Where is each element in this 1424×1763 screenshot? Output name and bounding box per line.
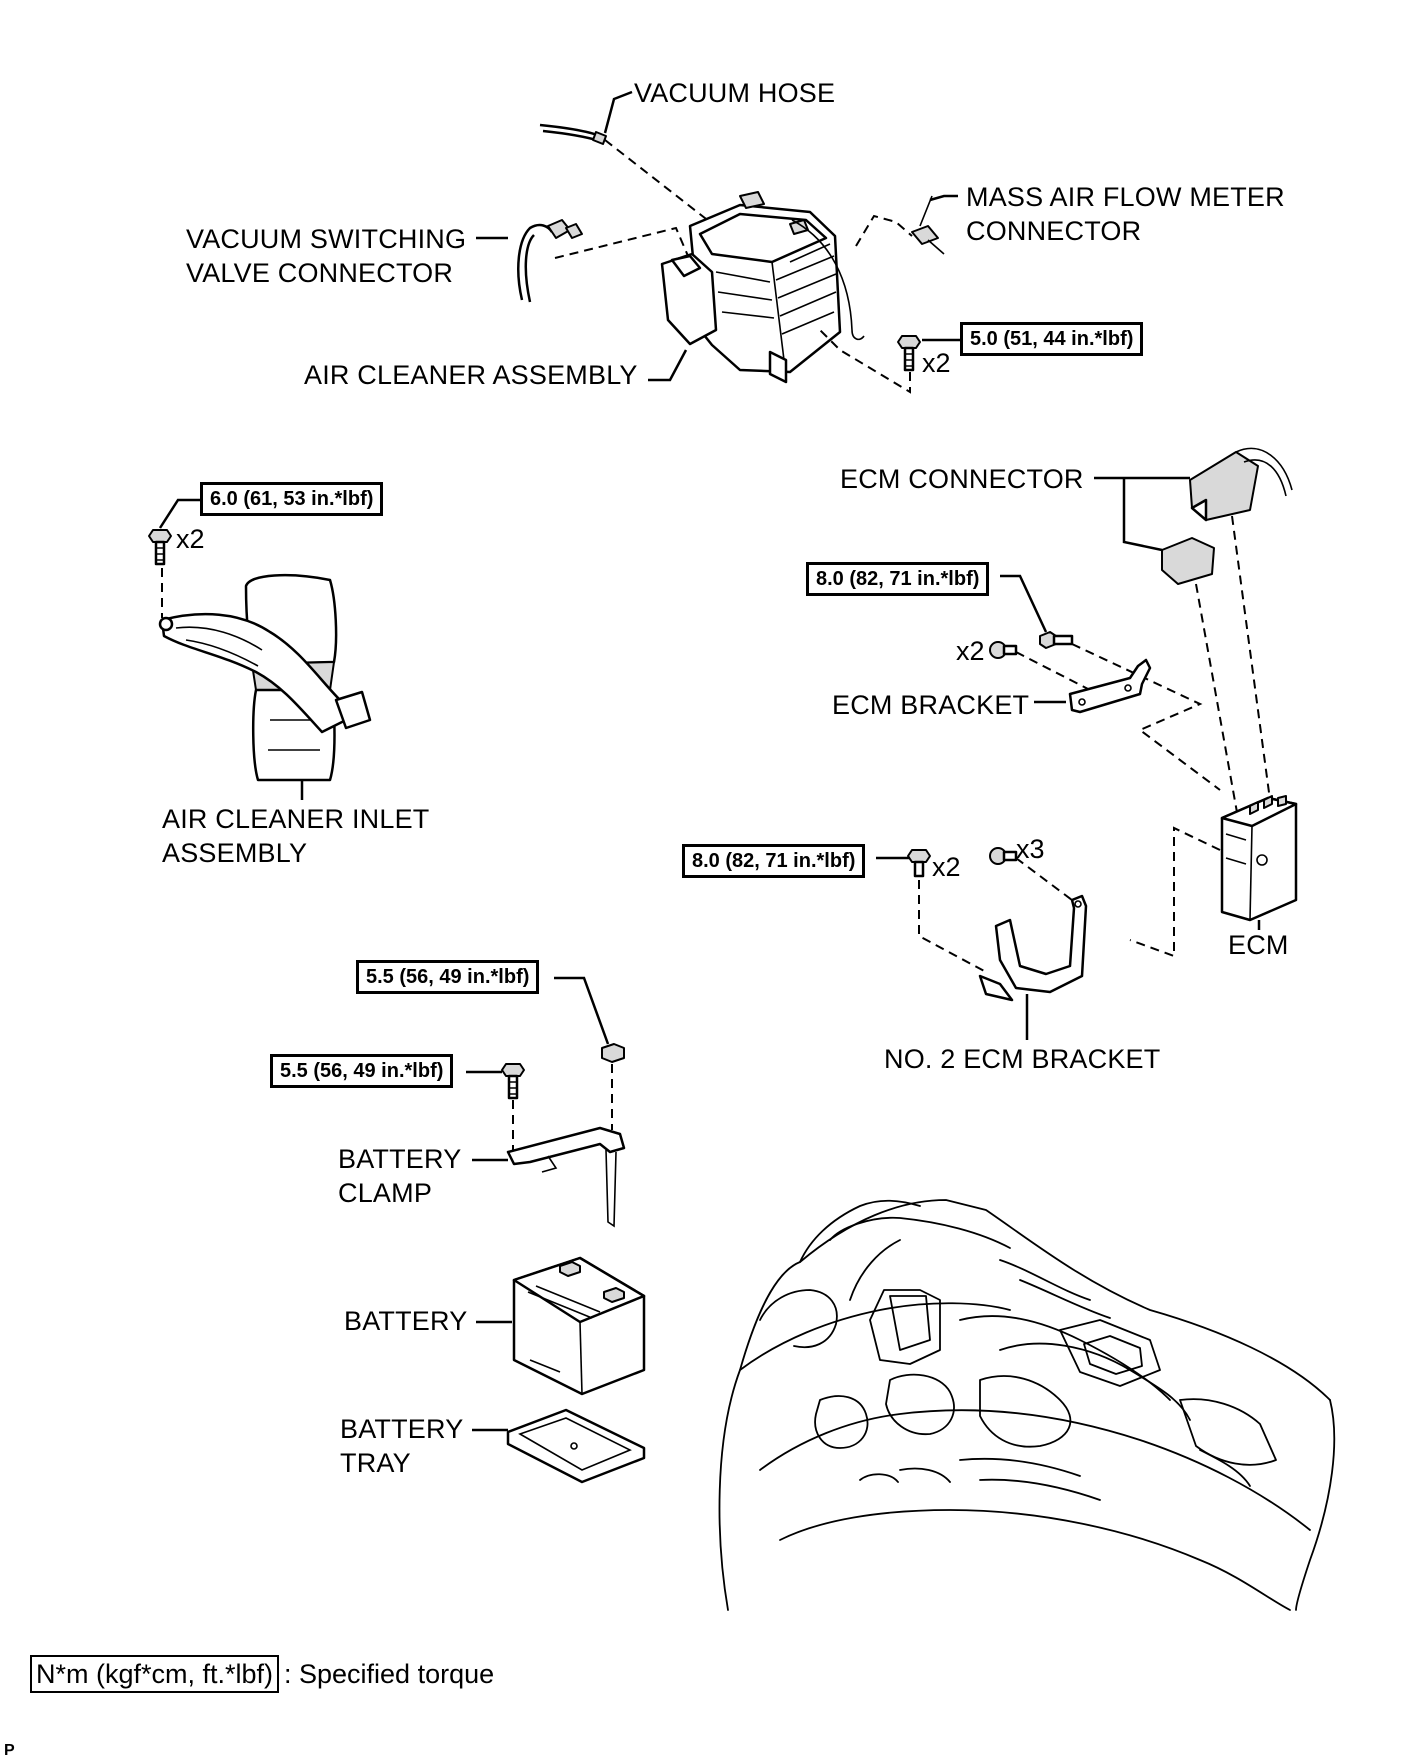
- air-cleaner-leader: [648, 349, 688, 382]
- ecm-bracket-torque-leader: [1000, 574, 1048, 633]
- clamp-nut-torque-leader: [554, 976, 610, 1045]
- ecm-bracket-part: [1068, 658, 1152, 714]
- battery-clamp-label: BATTERY CLAMP: [338, 1144, 462, 1208]
- ecm-connector-dashed-1: [1231, 515, 1271, 801]
- ac-bolt-dashed-line: [819, 329, 911, 394]
- air-cleaner-assembly-label: AIR CLEANER ASSEMBLY: [304, 360, 638, 390]
- air-cleaner-torque-box: 5.0 (51, 44 in.*lbf): [960, 322, 1144, 356]
- ecm-connector-label: ECM CONNECTOR: [840, 464, 1084, 494]
- maf-dashed-line: [855, 214, 913, 247]
- legend-torque-box: N*m (kgf*cm, ft.*lbf): [30, 1655, 280, 1693]
- no2-ecm-bracket-part: [978, 894, 1088, 1002]
- ecm-connector-dashed-2: [1195, 583, 1239, 819]
- no2-bracket-bolt-count: x2: [932, 852, 961, 882]
- vacuum-hose-leader: [603, 90, 633, 134]
- no2-bolt-dashed: [918, 880, 987, 973]
- screw-icon: [989, 847, 1018, 865]
- battery-tray-part: [506, 1408, 646, 1484]
- vehicle-engine-bay-overview: [718, 1199, 1336, 1611]
- nut-icon: [601, 1043, 625, 1063]
- ecm-dashed-line: [1129, 826, 1221, 958]
- legend-description: : Specified torque: [284, 1659, 495, 1689]
- ecm-connector-leader-b: [1122, 478, 1163, 552]
- vsv-dashed-line: [554, 226, 689, 259]
- inlet-torque-leader: [158, 498, 200, 529]
- vsv-connector-label: VACUUM SWITCHING VALVE CONNECTOR: [186, 224, 467, 288]
- clamp-nut-torque-box: 5.5 (56, 49 in.*lbf): [356, 960, 540, 994]
- ecm-bracket-bolt-count: x2: [956, 636, 985, 666]
- vacuum-hose-label: VACUUM HOSE: [634, 78, 836, 108]
- battery-part: [512, 1256, 646, 1396]
- no2-ecm-bracket-label: NO. 2 ECM BRACKET: [884, 1044, 1161, 1074]
- bolt-icon: [1039, 631, 1074, 649]
- bolt-icon: [501, 1063, 525, 1100]
- vsv-connector-part: [517, 219, 583, 303]
- vacuum-hose-part: [539, 123, 607, 145]
- maf-connector-part: [911, 195, 945, 255]
- ecm-bracket-label: ECM BRACKET: [832, 690, 1030, 720]
- bolt-icon: [148, 529, 172, 566]
- ecm-connector-2: [1161, 537, 1215, 585]
- maf-connector-label: MASS AIR FLOW METER CONNECTOR: [966, 182, 1285, 246]
- inlet-bolt-count: x2: [176, 524, 205, 554]
- air-cleaner-inlet-label: AIR CLEANER INLET ASSEMBLY: [162, 804, 430, 868]
- battery-tray-label: BATTERY TRAY: [340, 1414, 464, 1478]
- clamp-bolt-torque-box: 5.5 (56, 49 in.*lbf): [270, 1054, 454, 1088]
- ecm-unit-part: [1220, 795, 1298, 922]
- ecm-bracket-torque-box: 8.0 (82, 71 in.*lbf): [806, 562, 990, 596]
- ecm-label: ECM: [1228, 930, 1289, 960]
- battery-clamp-part: [506, 1126, 626, 1228]
- no2-bracket-torque-box: 8.0 (82, 71 in.*lbf): [682, 844, 866, 878]
- air-cleaner-inlet-part: [158, 573, 372, 782]
- no2-screw-dashed: [1015, 857, 1081, 907]
- vacuum-hose-dashed-line: [604, 139, 711, 223]
- no2-bracket-screw-count: x3: [1016, 834, 1045, 864]
- air-cleaner-body: [660, 191, 865, 384]
- ecm-connector-1: [1189, 447, 1293, 522]
- bolt-icon: [897, 335, 921, 372]
- bolt-icon: [907, 849, 931, 878]
- ecm-bracket-screw-dashed: [1015, 651, 1091, 691]
- air-cleaner-bolt-count: x2: [922, 348, 951, 378]
- ecm-bracket-bolt-dashed: [1071, 643, 1221, 791]
- screw-icon: [989, 641, 1018, 659]
- corner-mark: P: [4, 1742, 15, 1759]
- inlet-torque-box: 6.0 (61, 53 in.*lbf): [200, 482, 384, 516]
- maf-leader: [929, 194, 958, 202]
- battery-label: BATTERY: [344, 1306, 468, 1336]
